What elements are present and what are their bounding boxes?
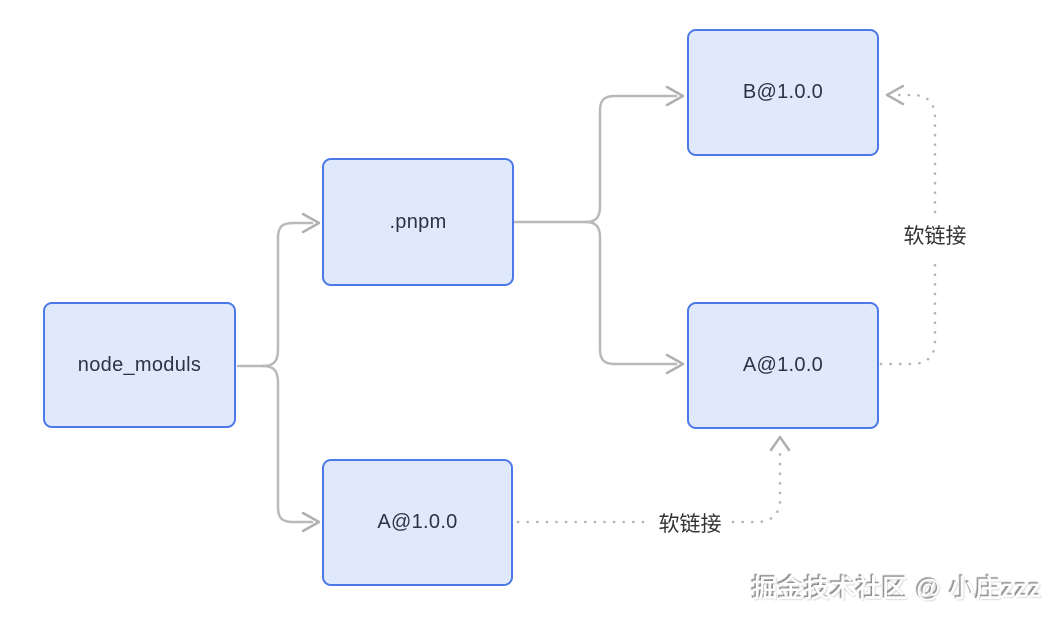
softlink-label-bottom: 软链接: [658, 513, 722, 536]
watermark: 掘金技术社区 @ 小庄zzz: [752, 575, 1042, 603]
connector-pnpm-to-a-top: [584, 220, 678, 366]
arrowhead-up-into-a-top-icon: [769, 435, 791, 452]
node-node-modules: node_moduls: [43, 302, 236, 428]
arrowhead-into-pnpm-icon: [301, 212, 321, 234]
arrowhead-into-a-store-icon: [301, 511, 321, 533]
node-a-1-0-0-store-label: A@1.0.0: [377, 511, 458, 533]
node-pnpm: .pnpm: [322, 158, 514, 286]
softlink-label-right: 软链接: [903, 225, 967, 248]
softlink-a-top-segment2: [896, 93, 937, 214]
arrowhead-into-b-top-icon: [665, 85, 685, 107]
node-b-1-0-0-label: B@1.0.0: [742, 81, 824, 103]
node-pnpm-label: .pnpm: [389, 210, 447, 233]
softlink-a-store-segment2: [731, 449, 782, 524]
connector-pnpm-to-b-top: [584, 94, 678, 224]
node-a-1-0-0-store: A@1.0.0: [322, 459, 513, 586]
node-node-modules-label: node_moduls: [77, 353, 202, 376]
connector-node-modules-to-pnpm: [261, 221, 314, 368]
softlink-a-top-segment1: [879, 260, 937, 366]
arrowhead-into-a-top-icon: [665, 353, 685, 375]
arrowhead-left-into-b-top-icon: [885, 84, 905, 106]
connector-node-modules-to-a-store: [261, 364, 314, 524]
node-a-1-0-0-toplevel-label: A@1.0.0: [742, 354, 824, 376]
node-b-1-0-0: B@1.0.0: [687, 29, 879, 156]
node-a-1-0-0-toplevel: A@1.0.0: [687, 302, 879, 429]
